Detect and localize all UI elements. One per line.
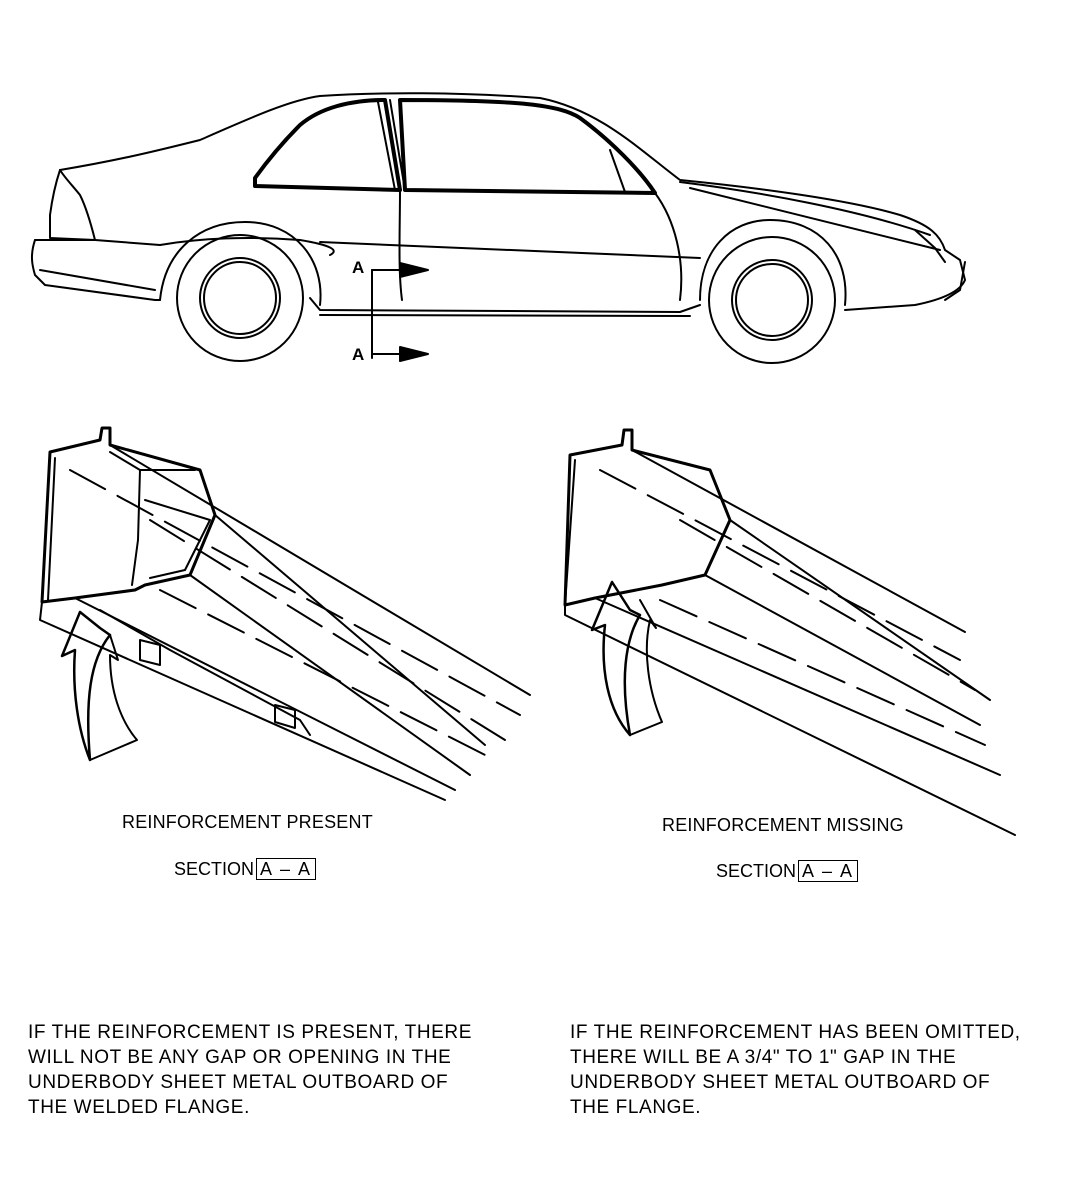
section-prefix: SECTION — [716, 860, 797, 881]
section-id-box: A – A — [798, 860, 859, 882]
note-reinforcement-present: IF THE REINFORCEMENT IS PRESENT, THERE W… — [28, 1022, 473, 1118]
section-reinforcement-present — [39, 426, 531, 801]
section-id-box: A – A — [256, 858, 317, 880]
cut-label-bottom: A — [352, 345, 365, 364]
section-reinforcement-missing — [563, 428, 1016, 836]
cut-label-top: A — [352, 258, 365, 277]
car-side-view — [31, 92, 966, 364]
section-prefix: SECTION — [174, 858, 255, 879]
caption-reinforcement-missing: REINFORCEMENT MISSING — [662, 815, 904, 835]
note-reinforcement-omitted: IF THE REINFORCEMENT HAS BEEN OMITTED, T… — [570, 1022, 1021, 1118]
section-label-left: SECTION A – A — [174, 858, 317, 880]
caption-reinforcement-present: REINFORCEMENT PRESENT — [122, 812, 373, 832]
section-label-right: SECTION A – A — [716, 860, 859, 882]
